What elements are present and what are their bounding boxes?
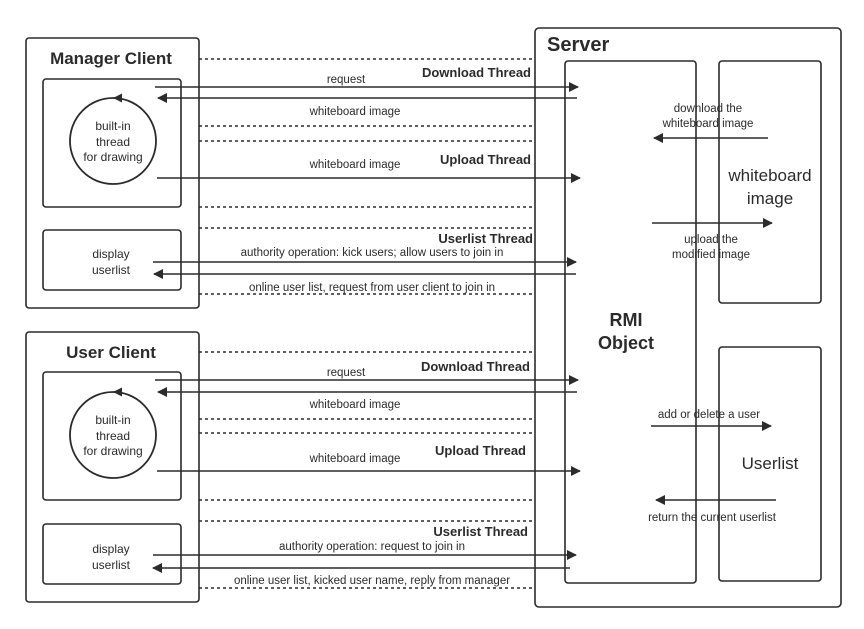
user-request-label: request bbox=[327, 367, 366, 379]
server-title: Server bbox=[547, 34, 609, 56]
manager-download-thread-label: Download Thread bbox=[422, 65, 531, 80]
user-drawing-label-2: thread bbox=[96, 429, 130, 443]
user-drawing-box bbox=[42, 371, 182, 501]
manager-drawing-box bbox=[42, 78, 182, 208]
user-userlist-thread-label: Userlist Thread bbox=[433, 524, 528, 539]
manager-whiteboard-up-label: whiteboard image bbox=[309, 159, 401, 171]
manager-whiteboard-down-label: whiteboard image bbox=[309, 106, 401, 118]
whiteboard-store-box bbox=[718, 60, 822, 304]
manager-authority-label: authority operation: kick users; allow u… bbox=[241, 247, 504, 259]
manager-drawing-thread-circle bbox=[69, 97, 157, 185]
user-download-thread-label: Download Thread bbox=[421, 359, 530, 374]
rmi-object-box bbox=[564, 60, 697, 584]
user-userlist-label-1: display bbox=[92, 542, 129, 556]
user-whiteboard-up-label: whiteboard image bbox=[309, 453, 401, 465]
manager-userlist-label-2: userlist bbox=[92, 263, 131, 277]
manager-client-title: Manager Client bbox=[50, 49, 172, 68]
user-userlist-box bbox=[42, 523, 182, 585]
manager-drawing-label-2: thread bbox=[96, 135, 130, 149]
upload-note-2: modified image bbox=[672, 249, 750, 261]
userlist-store-label: Userlist bbox=[742, 454, 799, 473]
download-note-1: download the bbox=[674, 103, 742, 115]
user-threads: Download Thread request whiteboard image… bbox=[152, 351, 581, 589]
server: Server RMI Object whiteboard image Userl… bbox=[534, 27, 842, 608]
manager-userlist-box bbox=[42, 229, 182, 291]
rmi-object-label-1: RMI bbox=[610, 310, 643, 330]
manager-threads: Download Thread request whiteboard image… bbox=[153, 58, 581, 295]
user-client-box bbox=[25, 331, 200, 603]
upload-note-1: upload the bbox=[684, 234, 738, 246]
manager-client-box bbox=[25, 37, 200, 309]
server-box bbox=[534, 27, 842, 608]
user-client-title: User Client bbox=[66, 343, 156, 362]
userlist-store-box bbox=[718, 346, 822, 582]
user-drawing-label-3: for drawing bbox=[83, 444, 142, 458]
manager-userlist-thread-label: Userlist Thread bbox=[438, 231, 533, 246]
user-drawing-label-1: built-in bbox=[95, 413, 130, 427]
return-userlist-note: return the current userlist bbox=[648, 512, 777, 524]
user-client: User Client built-in thread for drawing … bbox=[25, 331, 200, 603]
manager-request-label: request bbox=[327, 74, 366, 86]
user-online-list-label: online user list, kicked user name, repl… bbox=[234, 575, 510, 587]
user-upload-thread-label: Upload Thread bbox=[435, 443, 526, 458]
manager-client: Manager Client built-in thread for drawi… bbox=[25, 37, 200, 309]
whiteboard-store-label-1: whiteboard bbox=[727, 166, 811, 185]
download-note-2: whiteboard image bbox=[662, 118, 754, 130]
user-drawing-thread-circle bbox=[69, 391, 157, 479]
user-whiteboard-down-label: whiteboard image bbox=[309, 399, 401, 411]
whiteboard-store-label-2: image bbox=[747, 189, 793, 208]
manager-upload-thread-label: Upload Thread bbox=[440, 152, 531, 167]
manager-online-list-label: online user list, request from user clie… bbox=[249, 282, 495, 294]
manager-drawing-label-3: for drawing bbox=[83, 150, 142, 164]
user-userlist-label-2: userlist bbox=[92, 558, 131, 572]
user-authority-label: authority operation: request to join in bbox=[279, 541, 465, 553]
rmi-object-label-2: Object bbox=[598, 333, 654, 353]
manager-userlist-label-1: display bbox=[92, 247, 129, 261]
add-delete-note: add or delete a user bbox=[658, 409, 760, 421]
manager-drawing-label-1: built-in bbox=[95, 119, 130, 133]
